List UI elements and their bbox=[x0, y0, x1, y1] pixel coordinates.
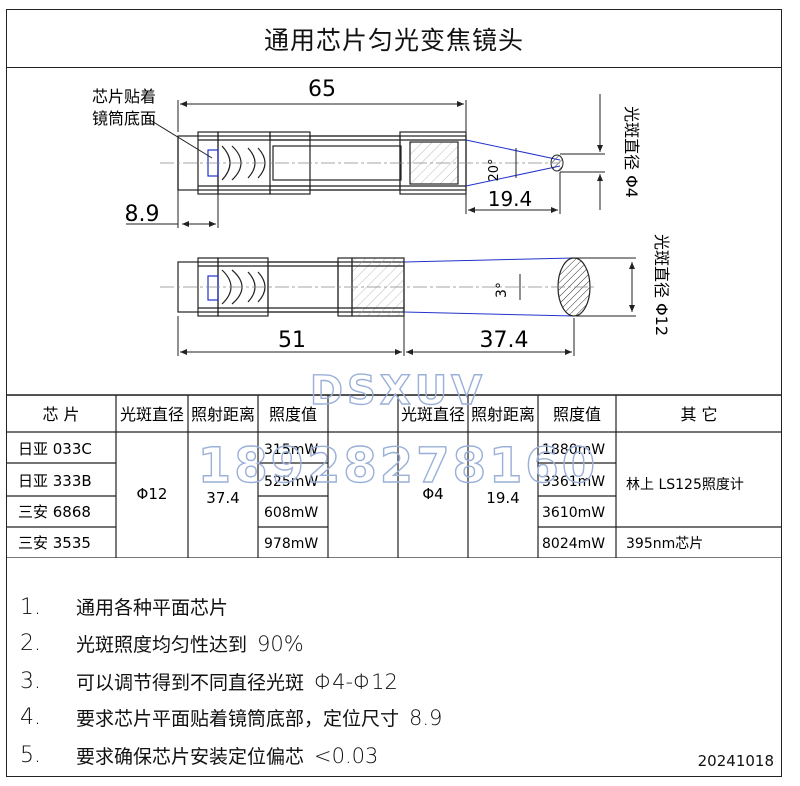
right-irradiance-1: 1880mW bbox=[542, 442, 605, 458]
drawing-title: 通用芯片匀光变焦镜头 bbox=[6, 9, 782, 68]
header-other: 其 它 bbox=[680, 405, 717, 424]
chip-row-1: 日亚 033C bbox=[18, 440, 92, 458]
note-1-num: 1. bbox=[20, 595, 41, 620]
note-2-value: 90% bbox=[257, 632, 304, 656]
header-irradiance-2: 照度值 bbox=[553, 405, 601, 424]
note-4-value: 8.9 bbox=[409, 706, 443, 730]
note-3-text: 可以调节得到不同直径光斑 Φ4-Φ12 bbox=[76, 668, 398, 697]
header-distance-1: 照射距离 bbox=[191, 405, 255, 424]
note-4-text: 要求芯片平面贴着镜筒底部，定位尺寸 8.9 bbox=[76, 704, 442, 733]
header-spot-1: 光斑直径 bbox=[120, 405, 184, 424]
top-beam bbox=[465, 139, 561, 187]
note-2-body: 光斑照度均匀性达到 bbox=[76, 634, 248, 656]
left-irradiance-4: 978mW bbox=[264, 536, 318, 552]
top-dimensions bbox=[126, 94, 605, 228]
note-5-body: 要求确保芯片安装定位偏芯 bbox=[76, 746, 305, 768]
chip-row-3: 三安 6868 bbox=[18, 503, 91, 521]
title-text: 通用芯片匀光变焦镜头 bbox=[263, 25, 524, 55]
chip-row-2: 日亚 333B bbox=[18, 472, 92, 490]
chip-row-4: 三安 3535 bbox=[18, 534, 91, 552]
top-lens-assembly bbox=[177, 131, 467, 195]
left-distance-value: 37.4 bbox=[206, 489, 239, 507]
right-irradiance-2: 3361mW bbox=[542, 474, 605, 490]
right-irradiance-4: 8024mW bbox=[542, 536, 605, 552]
note-2-num: 2. bbox=[20, 631, 41, 656]
note-1-body: 通用各种平面芯片 bbox=[76, 597, 229, 619]
dim-51: 51 bbox=[278, 328, 306, 353]
dim-8.9: 8.9 bbox=[125, 202, 160, 227]
left-irradiance-2: 525mW bbox=[264, 474, 318, 490]
angle-20: 20° bbox=[487, 158, 502, 181]
label-chip-line2: 镜筒底面 bbox=[92, 109, 156, 128]
left-spot-value: Φ12 bbox=[137, 485, 168, 503]
left-irradiance-3: 608mW bbox=[264, 505, 318, 521]
irradiance-table: 芯 片 光斑直径 照射距离 照度值 光斑直径 照射距离 照度值 其 它 日亚 0… bbox=[6, 395, 782, 558]
header-irradiance-1: 照度值 bbox=[269, 405, 317, 424]
drawing-date: 20241018 bbox=[697, 752, 774, 770]
note-1-text: 通用各种平面芯片 bbox=[76, 594, 228, 622]
spot-label-bottom: 光斑直径 Φ12 bbox=[652, 234, 671, 336]
dim-19.4: 19.4 bbox=[488, 187, 533, 211]
note-4-body: 要求芯片平面贴着镜筒底部，定位尺寸 bbox=[76, 708, 400, 730]
note-3-value: Φ4-Φ12 bbox=[314, 670, 398, 694]
header-spot-2: 光斑直径 bbox=[401, 405, 465, 424]
header-distance-2: 照射距离 bbox=[471, 405, 535, 424]
note-4-num: 4. bbox=[20, 705, 41, 730]
note-2-text: 光斑照度均匀性达到 90% bbox=[76, 630, 304, 659]
header-chip: 芯 片 bbox=[42, 405, 79, 424]
other-chip: 395nm芯片 bbox=[626, 536, 703, 552]
right-spot-value: Φ4 bbox=[422, 485, 443, 503]
note-5-value: <0.03 bbox=[314, 744, 379, 768]
dim-65: 65 bbox=[308, 77, 336, 102]
note-5-text: 要求确保芯片安装定位偏芯 <0.03 bbox=[76, 742, 378, 771]
right-irradiance-3: 3610mW bbox=[542, 505, 605, 521]
other-meter: 林上 LS125照度计 bbox=[626, 477, 744, 493]
angle-3: 3° bbox=[494, 282, 510, 298]
note-3-body: 可以调节得到不同直径光斑 bbox=[76, 672, 305, 694]
left-irradiance-1: 315mW bbox=[264, 442, 318, 458]
right-distance-value: 19.4 bbox=[486, 489, 519, 507]
spot-label-top: 光斑直径 Φ4 bbox=[622, 106, 641, 198]
bottom-beam bbox=[403, 257, 575, 317]
dim-37.4: 37.4 bbox=[480, 328, 529, 353]
note-5-num: 5. bbox=[20, 743, 41, 768]
note-3-num: 3. bbox=[20, 669, 41, 694]
label-chip-line1: 芯片贴着 bbox=[92, 87, 156, 106]
bottom-dimensions bbox=[177, 257, 636, 356]
